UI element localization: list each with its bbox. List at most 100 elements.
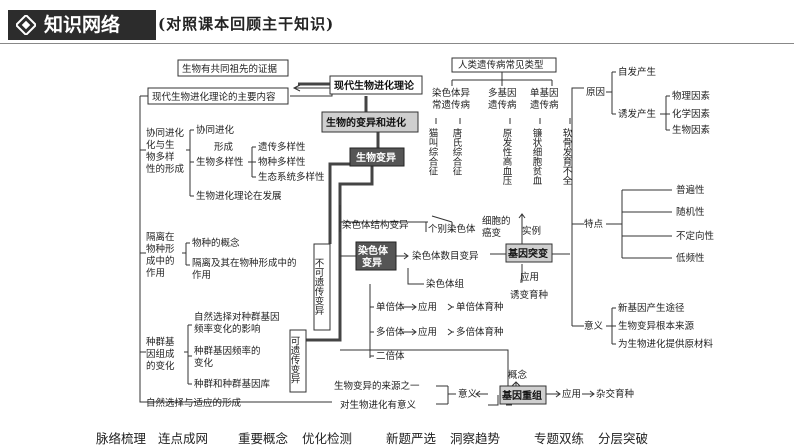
evo-material-text: 为生物进化提供原材料	[618, 338, 714, 350]
ecosystem-diversity-text: 生态系统多样性	[258, 171, 325, 183]
recombination-text: 基因重组	[501, 389, 542, 402]
polyploid-breed-text: 多倍体育种	[456, 326, 504, 338]
universality-text: 普遍性	[676, 184, 705, 196]
chrom-type-text-2: 常遗传病	[432, 99, 471, 111]
heritable-text: 可遗传变异	[289, 336, 301, 384]
footer-item-4[interactable]: 优化检测	[302, 431, 353, 446]
variation-text: 生物变异	[356, 151, 396, 164]
svg-text:作用: 作用	[146, 267, 165, 279]
coevolution-label: 协同进化 化与生 物多样 性的形成	[146, 127, 185, 175]
chromosome-var-text: 染色体	[357, 244, 389, 257]
gene-mutation-box	[505, 243, 553, 263]
main-content-box	[147, 87, 289, 105]
rec-meaning-text: 意义	[458, 388, 478, 400]
svg-text:化与生: 化与生	[146, 139, 175, 151]
svg-text:隔离在: 隔离在	[146, 231, 175, 243]
concept-text: 概念	[508, 369, 528, 381]
cause-text: 原因	[586, 87, 605, 98]
chemical-text: 化学因素	[672, 108, 711, 120]
induced-text: 诱发产生	[618, 108, 657, 120]
polyploid-text: 多倍体	[376, 326, 405, 338]
haploid-text: 单倍体	[376, 301, 405, 313]
center-text: 生物的变异和进化	[326, 116, 406, 129]
cross-breed-text: 杂交育种	[596, 388, 634, 400]
footer-item-3[interactable]: 重要概念	[238, 431, 289, 446]
diamond-icon	[16, 15, 36, 35]
svg-text:性的形成: 性的形成	[146, 163, 185, 175]
isolation-relation-text: 隔离及其在物种形成中的	[192, 257, 297, 269]
randomness-text: 随机性	[676, 206, 705, 218]
form-text: 形成	[214, 141, 234, 153]
spontaneous-text: 自发产生	[618, 66, 657, 78]
example-text: 实例	[522, 225, 541, 237]
cancer-text: 细胞的	[482, 215, 511, 227]
diploid-text: 二倍体	[376, 350, 405, 362]
human-disease-box	[451, 57, 557, 73]
footer-item-6[interactable]: 洞察趋势	[450, 431, 501, 446]
cancer-text-2: 癌变	[482, 227, 502, 239]
species-concept-text: 物种的概念	[192, 237, 240, 249]
section-header: 知识网络 (对照课本回顾主干知识)	[8, 10, 478, 44]
haploid-apply-text: 应用	[418, 301, 437, 313]
multi-type-text: 多基因	[488, 87, 517, 99]
chrom-type-text: 染色体异	[432, 87, 471, 99]
down-text: 唐氏综合征	[451, 127, 463, 176]
mutation-breed-text: 诱变育种	[510, 289, 548, 301]
new-gene-text: 新基因产生途径	[618, 302, 685, 314]
biological-text: 生物因素	[672, 124, 711, 136]
genome-text: 染色体组	[426, 278, 465, 290]
achondro-text: 软骨发育不全	[561, 127, 573, 185]
gene-pool-text: 种群和种群基因库	[194, 378, 271, 390]
footer-item-7[interactable]: 专题双练	[534, 431, 585, 446]
polyploid-apply-text: 应用	[418, 326, 437, 338]
non-heritable-text: 不可遗传变异	[313, 258, 325, 316]
concept-map: 生物有共同祖先的证据 现代生物进化理论的主要内容 现代生物进化理论 生物的变异和…	[139, 57, 715, 411]
haploid-breed-text: 单倍体育种	[456, 301, 504, 313]
footer-item-8[interactable]: 分层突破	[598, 431, 649, 446]
freq-calc-text-2: 变化	[194, 357, 214, 369]
non-heritable-box	[313, 243, 331, 331]
variation-box	[349, 147, 405, 167]
evo-meaning-text: 对生物进化有意义	[340, 399, 417, 411]
multi-type-text-2: 遗传病	[488, 99, 517, 111]
lowfreq-text: 低频性	[676, 252, 705, 264]
chromosome-var-text-2: 变异	[362, 256, 382, 269]
number-var-text: 染色体数目变异	[412, 250, 479, 262]
sickle-text: 镰状细胞贫血	[531, 127, 543, 185]
svg-text:因组成: 因组成	[146, 348, 175, 360]
source-one-text: 生物变异的来源之一	[334, 380, 420, 392]
recombination-box	[499, 385, 547, 405]
center-box	[321, 111, 419, 133]
selection-text-2: 频率变化的影响	[194, 323, 261, 335]
svg-text:种群基: 种群基	[146, 336, 175, 348]
footer-item-2[interactable]: 连点成网	[158, 431, 209, 446]
footer-item-5[interactable]: 新题严选	[386, 431, 437, 446]
isolation-label: 隔离在 物种形 成中的 作用	[146, 231, 175, 279]
common-ancestor-box	[177, 59, 289, 77]
nondirection-text: 不定向性	[676, 230, 715, 242]
modern-theory-box	[329, 75, 423, 95]
human-disease-title: 人类遗传病常见类型	[458, 59, 544, 71]
features-text: 特点	[584, 218, 604, 230]
genetic-diversity-text: 遗传多样性	[258, 141, 306, 153]
structure-var-text: 染色体结构变异	[342, 219, 409, 231]
header-divider	[0, 43, 794, 44]
section-title-box: 知识网络	[8, 10, 156, 40]
svg-text:物种形: 物种形	[146, 243, 175, 255]
freq-calc-text: 种群基因频率的	[194, 345, 261, 357]
svg-text:协同进化: 协同进化	[146, 127, 185, 139]
single-type-text-2: 遗传病	[530, 99, 559, 111]
isolation-relation-text-2: 作用	[192, 269, 211, 281]
cat-cry-text: 猫叫综合征	[427, 127, 439, 176]
footer-item-1[interactable]: 脉络梳理	[96, 431, 147, 446]
connector-lines	[139, 70, 672, 406]
common-ancestor-text: 生物有共同祖先的证据	[182, 63, 278, 75]
hypertension-text: 原发性高血压	[501, 128, 513, 186]
section-title: 知识网络	[44, 14, 121, 36]
biodiversity-text: 生物多样性	[196, 156, 244, 168]
svg-text:成中的: 成中的	[146, 255, 175, 267]
modern-theory-text: 现代生物进化理论	[334, 79, 415, 92]
adaptation-text: 自然选择与适应的形成	[146, 397, 242, 409]
meaning-text: 意义	[584, 320, 604, 332]
section-subtitle: (对照课本回顾主干知识)	[158, 15, 335, 33]
